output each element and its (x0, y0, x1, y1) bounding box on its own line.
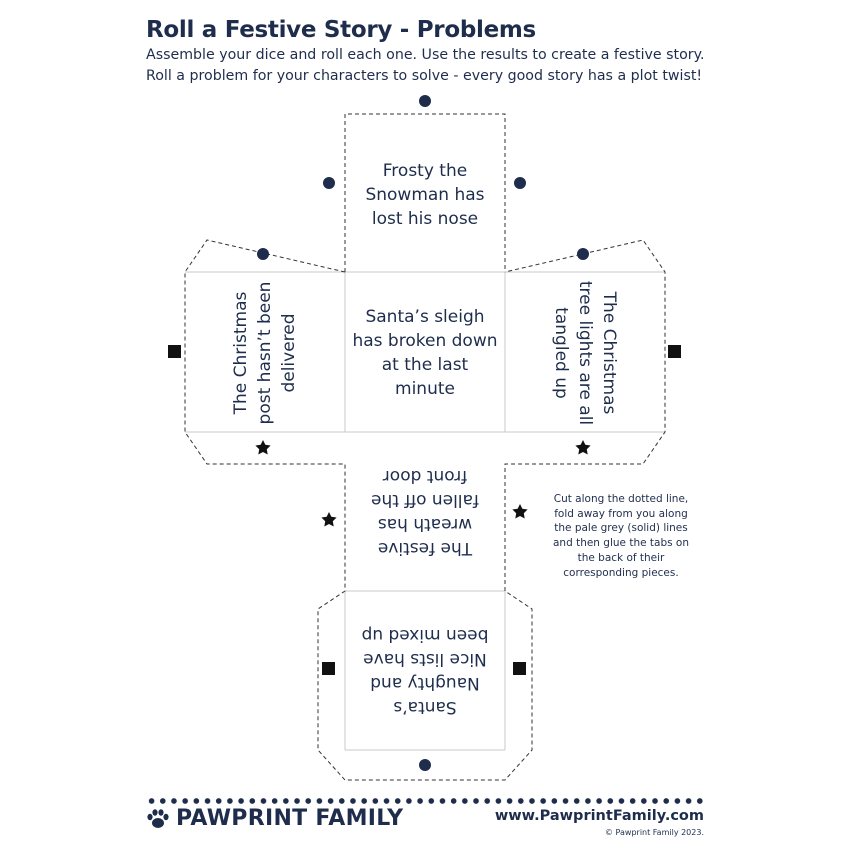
face-left-text: The Christmas post hasn’t been delivered (231, 281, 299, 425)
circle-marker-icon (419, 95, 431, 107)
circle-marker-icon (577, 248, 589, 260)
square-marker-icon (513, 662, 526, 675)
square-marker-icon (322, 662, 335, 675)
square-markers (168, 345, 681, 675)
face-center-text: Santa’s sleigh has broken down at the la… (352, 307, 498, 399)
website-link[interactable]: www.PawprintFamily.com (494, 808, 704, 824)
cutting-instructions: Cut along the dotted line, fold away fro… (552, 493, 690, 579)
paw-logo-icon (147, 808, 169, 828)
square-marker-icon (168, 345, 181, 358)
face-top-text: Frosty the Snowman has lost his nose (365, 161, 485, 229)
brand-name: PAWPRINT FAMILY (176, 806, 404, 831)
intro-line-2: Roll a problem for your characters to so… (146, 68, 703, 84)
star-marker-icon (255, 440, 271, 455)
circle-marker-icon (323, 177, 335, 189)
face-right-text: The Christmas tree lights are all tangle… (551, 280, 619, 426)
circle-markers (257, 95, 589, 771)
brand-logo: PAWPRINT FAMILY (146, 806, 403, 831)
footer-dotted-divider (146, 797, 706, 805)
star-markers (255, 440, 591, 527)
circle-marker-icon (419, 759, 431, 771)
cut-line (184, 113, 666, 781)
face-bottom-text: Santa’s Naughty and Nice lists have been… (361, 625, 489, 717)
face-lower-text: The festive wreath has fallen off the fr… (371, 466, 479, 558)
fold-lines (185, 271, 665, 751)
circle-marker-icon (257, 248, 269, 260)
copyright-notice: © Pawprint Family 2023. (605, 828, 704, 837)
star-marker-icon (321, 512, 337, 527)
star-marker-icon (575, 440, 591, 455)
intro-line-1: Assemble your dice and roll each one. Us… (146, 47, 705, 63)
page-title: Roll a Festive Story - Problems (146, 17, 536, 43)
star-marker-icon (512, 504, 528, 519)
circle-marker-icon (514, 177, 526, 189)
square-marker-icon (668, 345, 681, 358)
